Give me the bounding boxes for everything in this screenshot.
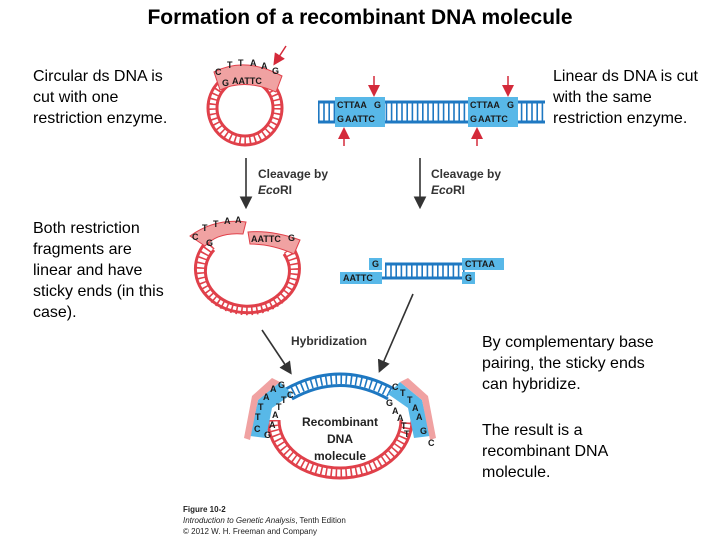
recombinant-label-line3: molecule [314,449,366,463]
junction-right-g-top: G [386,398,393,408]
junction-right-a3: A [392,406,399,416]
linear-left-bottom-g: G [337,114,344,124]
hybridization-arrow-left [261,329,292,375]
opened-seq-t1: T [202,223,208,233]
fragment-right-cttaa: CTTAA [465,259,495,269]
junction-right-a4: A [397,413,404,423]
linear-right-top-seq: CTTAA [470,100,500,110]
recombinant-label-line2: DNA [327,432,353,446]
plasmid-seq-a1: A [250,58,257,68]
caption-figure: Figure 10-2 [183,505,226,514]
junction-right-t2: T [407,395,413,405]
hybridization-arrow-right [377,293,414,373]
junction-right-c2: C [428,438,435,448]
junction-right-a1: A [412,403,419,413]
opened-seq-aattc: AATTC [251,234,281,244]
cleavage-label-left: Cleavage by [258,167,328,181]
fragment-left-g: G [372,259,379,269]
junction-right-t4: T [404,429,410,439]
note-result: The result is a recombinant DNA molecule… [482,422,608,481]
opened-seq-a2: A [235,215,242,225]
plasmid-seq-t2: T [238,58,244,68]
junction-left-a2: A [270,384,277,394]
cleavage-label-right: Cleavage by [431,167,501,181]
caption-book: Introduction to Genetic Analysis, Tenth … [183,516,346,525]
junction-left-g-top: G [278,380,285,390]
junction-left-t1: T [255,412,261,422]
junction-left-t2: T [258,402,264,412]
plasmid-seq-g-bottom: G [222,78,229,88]
plasmid-seq-c: C [215,67,222,77]
junction-right-c: C [392,382,399,392]
junction-right-t3: T [401,421,407,431]
junction-left-t4: T [281,395,287,405]
caption-copyright: © 2012 W. H. Freeman and Company [183,527,317,536]
junction-left-a4: A [272,410,279,420]
junction-left-c: C [254,424,261,434]
enzyme-label-left: EcoRI [258,183,292,197]
note-linear-dna: Linear ds DNA is cut with the same restr… [553,68,698,127]
figure-caption: Figure 10-2 Introduction to Genetic Anal… [183,505,346,536]
junction-right-g-bottom: G [420,426,427,436]
junction-left-t3: T [276,402,282,412]
junction-right-a2: A [416,412,423,422]
opened-seq-g-left: G [206,238,213,248]
recombinant-molecule: C T T A A G G A A T T C C T T A A G G A … [244,372,436,480]
circular-plasmid: C T T A A G G AATTC [206,45,287,147]
opened-seq-a1: A [224,216,231,226]
opened-seq-g-right: G [288,233,295,243]
plasmid-seq-aattc: AATTC [232,76,262,86]
opened-seq-c: C [192,232,199,242]
linear-left-top-seq: CTTAA [337,100,367,110]
hybridization-label: Hybridization [291,334,367,348]
recombinant-label-line1: Recombinant [302,415,378,429]
fragment-right-g: G [465,273,472,283]
opened-plasmid: C T T A A G AATTC G [189,215,301,316]
linear-left-top-g: G [374,100,381,110]
opened-seq-t2: T [213,219,219,229]
page-title: Formation of a recombinant DNA molecule [147,6,573,29]
linear-dna: CTTAA G G AATTC CTTAA G G AATTC [318,76,545,146]
junction-right-t1: T [400,388,406,398]
linear-right-top-g: G [507,100,514,110]
linear-left-bottom-seq: AATTC [345,114,375,124]
junction-left-a3: A [269,420,276,430]
linear-right-bottom-seq: AATTC [478,114,508,124]
plasmid-seq-g-top: G [272,66,279,76]
junction-left-a1: A [263,392,270,402]
plasmid-seq-t1: T [227,60,233,70]
enzyme-label-right: EcoRI [431,183,465,197]
junction-left-g-bottom: G [264,430,271,440]
note-base-pairing: By complementary base pairing, the stick… [482,334,654,393]
linear-right-bottom-g: G [470,114,477,124]
note-restriction-fragments: Both restriction fragments are linear an… [33,220,164,321]
note-circular-dna: Circular ds DNA is cut with one restrict… [33,68,168,127]
plasmid-seq-a2: A [261,61,268,71]
linear-fragment: G AATTC CTTAA G [340,258,504,284]
fragment-left-aattc: AATTC [343,273,373,283]
junction-left-c2: C [287,390,294,400]
